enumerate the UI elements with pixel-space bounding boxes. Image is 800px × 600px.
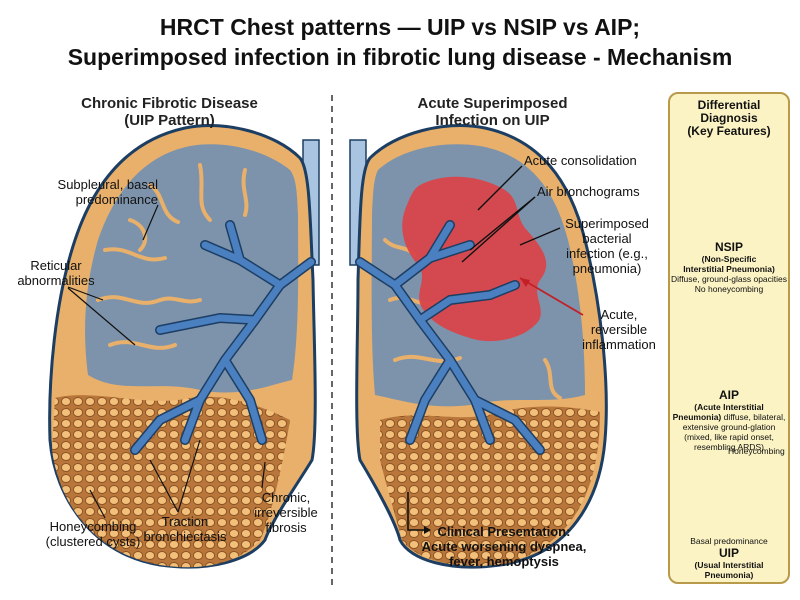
panel-heading-line-2: Diagnosis [700, 111, 758, 125]
label-subpleural: Subpleural, basal predominance [0, 177, 158, 207]
right-heading: Acute Superimposed Infection on UIP [380, 95, 605, 129]
main-title-line-1: HRCT Chest patterns — UIP vs NSIP vs AIP… [159, 14, 641, 40]
left-heading: Chronic Fibrotic Disease (UIP Pattern) [52, 95, 287, 129]
aip-sub-line-1: (Acute Interstitial [694, 402, 764, 412]
aip-section: AIP (Acute Interstitial Pneumonia) diffu… [668, 388, 790, 453]
nsip-desc-line-2: No honeycombing [694, 284, 764, 294]
clinical-arrow [407, 492, 424, 531]
label-chronic-line-3: fibrosis [265, 520, 307, 535]
label-reticular-line-1: Reticular [30, 258, 82, 273]
label-basal-predominance: Basal predominance [690, 536, 768, 546]
nsip-title: NSIP [714, 240, 743, 254]
left-reticular-lines [96, 163, 249, 350]
label-traction-line-1: Traction [161, 514, 209, 529]
uip-sub-line-2: Pneumonia) [704, 570, 754, 580]
aip-line-5: resembling ARDS) [694, 442, 764, 452]
label-honeycombing-line-2: (clustered cysts) [45, 534, 141, 549]
label-chronic-fibrosis: Chronic, irreversible fibrosis [240, 490, 332, 535]
label-traction-line-2: bronchiectasis [143, 529, 227, 544]
label-superimposed-line-1: Superimposed [565, 216, 649, 231]
label-superimposed-line-3: infection (e.g., [566, 246, 648, 261]
nsip-desc-line-1: Diffuse, ground-glass opacities [670, 274, 788, 284]
label-subpleural-line-2: predominance [75, 192, 158, 207]
right-pointers [461, 165, 561, 263]
label-reticular: Reticular abnormalities [0, 258, 112, 288]
aip-line-2-bold: Pneumonia) [672, 412, 722, 422]
aip-line-2: Pneumonia) diffuse, bilateral, [668, 412, 790, 422]
differential-diagnosis-panel [668, 92, 790, 584]
uip-section: UIP (Usual Interstitial Pneumonia) [668, 546, 790, 581]
nsip-sub-line-1: (Non-Specific [701, 254, 757, 264]
label-acute-line-3: inflammation [582, 337, 656, 352]
label-reticular-line-2: abnormalities [17, 273, 95, 288]
label-superimposed-line-4: pneumonia) [572, 261, 642, 276]
clinical-line-3: fever, hemoptysis [449, 554, 559, 569]
label-honeycombing-line-1: Honeycombing [49, 519, 137, 534]
label-air-bronchograms: Air bronchograms [537, 184, 640, 199]
label-acute-inflammation: Acute, reversible inflammation [570, 307, 668, 352]
main-title-line-2: Superimposed infection in fibrotic lung … [67, 44, 733, 70]
clinical-line-2: Acute worsening dyspnea, [421, 539, 587, 554]
left-airways [131, 221, 315, 454]
left-pointers [67, 204, 266, 519]
inflammation-arrowhead [520, 278, 530, 287]
label-honeycombing: Honeycombing (clustered cysts) [28, 519, 158, 549]
label-acute-line-2: reversible [590, 322, 648, 337]
right-honeycomb-region [380, 406, 600, 567]
clinical-line-1: Clinical Presentation: [437, 524, 571, 539]
right-airways [356, 221, 544, 454]
left-heading-line-2: (UIP Pattern) [124, 112, 215, 129]
right-heading-line-2: Infection on UIP [435, 112, 550, 129]
clinical-presentation: Clinical Presentation: Acute worsening d… [414, 524, 594, 569]
panel-heading: Differential Diagnosis (Key Features) [668, 99, 790, 138]
inflammation-pointer [519, 277, 584, 316]
left-honeycomb-region [52, 395, 290, 568]
aip-line-4: (mixed, like rapid onset, [684, 432, 774, 442]
panel-heading-line-3: (Key Features) [687, 124, 771, 138]
aip-line-2-rest: diffuse, bilateral, [721, 412, 786, 422]
label-chronic-line-1: Chronic, [261, 490, 311, 505]
aip-line-3: extensive ground-glation [682, 422, 776, 432]
nsip-section: NSIP (Non-Specific Interstitial Pneumoni… [668, 240, 790, 295]
label-consolidation: Acute consolidation [524, 153, 637, 168]
label-chronic-line-2: irreversible [254, 505, 318, 520]
panel-heading-line-1: Differential [697, 98, 761, 112]
label-superimposed-line-2: bacterial [582, 231, 632, 246]
clinical-arrowhead [424, 526, 431, 534]
right-lung-infected [349, 124, 608, 569]
left-heading-line-1: Chronic Fibrotic Disease [81, 95, 258, 112]
label-superimposed-infection: Superimposed bacterial infection (e.g., … [548, 216, 666, 276]
left-lung-uip [48, 124, 320, 569]
nsip-sub-line-2: Interstitial Pneumonia) [683, 264, 775, 274]
aip-title: AIP [718, 388, 739, 402]
right-heading-line-1: Acute Superimposed [417, 95, 568, 112]
uip-sub-line-1: (Usual Interstitial [694, 560, 764, 570]
label-acute-line-1: Acute, [600, 307, 638, 322]
label-honeycombing-mini: Honeycombing [728, 446, 785, 456]
uip-title: UIP [718, 546, 739, 560]
label-traction: Traction bronchiectasis [135, 514, 235, 544]
label-subpleural-line-1: Subpleural, basal [57, 177, 158, 192]
